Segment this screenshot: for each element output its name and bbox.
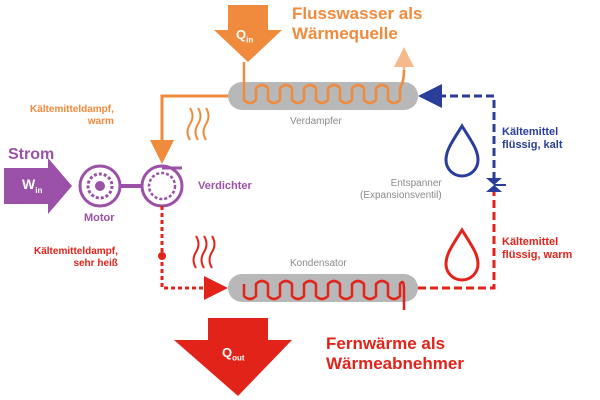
sink-title: Fernwärme als Wärmeabnehmer: [326, 334, 464, 373]
q-in-sub: in: [246, 35, 254, 45]
strom-label: Strom: [8, 146, 55, 163]
dampf-warm-line1: Kältemitteldampf,: [30, 104, 114, 115]
dampf-heiss-line2: sehr heiß: [73, 257, 118, 269]
q-in-main: Q: [236, 27, 247, 42]
entspanner-line1: Entspanner: [390, 178, 442, 189]
droplet-icon-warm: [444, 227, 480, 282]
pipe-liquid-warm: [418, 190, 496, 290]
kondensator-label: Kondensator: [290, 258, 347, 269]
q-out-main: Q: [222, 345, 233, 360]
q-in-arrow-icon: [214, 5, 282, 62]
q-in-label: Qin: [236, 27, 254, 45]
entspanner-label: Entspanner (Expansionsventil): [360, 178, 442, 201]
fluessig-kalt-label: Kältemittel flüssig, kalt: [502, 126, 563, 151]
heat-wave-icon-hot: [192, 235, 216, 269]
source-title-line2: Wärmequelle: [292, 23, 398, 43]
fluessig-warm-label: Kältemittel flüssig, warm: [502, 236, 572, 261]
dampf-heiss-line1: Kältemitteldampf,: [34, 246, 118, 257]
valve-icon: [486, 178, 506, 192]
dampf-warm-line2: warm: [87, 115, 114, 127]
w-in-label: Win: [22, 176, 42, 195]
source-title: Flusswasser als Wärmequelle: [292, 4, 422, 43]
compressor-icon: [140, 164, 184, 208]
droplet-icon-cold: [444, 123, 480, 178]
fluessig-kalt-line2: flüssig, kalt: [502, 138, 563, 151]
fluessig-warm-line2: flüssig, warm: [502, 248, 573, 261]
hot-vapor-valve-icon: [158, 252, 166, 260]
kondensator-body: [228, 274, 418, 302]
q-out-label: Qout: [222, 345, 245, 363]
dampf-warm-label: Kältemitteldampf, warm: [30, 104, 114, 127]
fluessig-kalt-line1: Kältemittel: [502, 126, 559, 138]
w-in-arrow-icon: [4, 158, 72, 214]
heat-wave-icon: [186, 107, 210, 141]
dampf-heiss-label: Kältemitteldampf, sehr heiß: [34, 246, 118, 269]
motor-label: Motor: [84, 212, 115, 224]
motor-icon: [78, 164, 122, 208]
w-in-sub: in: [35, 185, 43, 195]
q-out-sub: out: [232, 353, 245, 363]
pipe-vapor-warm: [150, 94, 228, 164]
sink-title-line2: Wärmeabnehmer: [326, 353, 464, 373]
pipe-vapor-hot: [160, 206, 228, 300]
verdichter-label: Verdichter: [198, 180, 252, 192]
kondensator-coil-icon: [242, 279, 406, 310]
w-in-main: W: [22, 176, 36, 192]
source-title-line1: Flusswasser als: [292, 4, 423, 23]
verdampfer-label: Verdampfer: [290, 116, 342, 127]
q-out-arrow-icon: [174, 318, 292, 396]
entspanner-line2: (Expansionsventil): [360, 189, 442, 201]
fluessig-warm-line1: Kältemittel: [502, 236, 559, 248]
sink-title-line1: Fernwärme als: [326, 334, 446, 353]
pipe-liquid-cold: [418, 84, 496, 180]
verdampfer-coil-icon: [242, 62, 406, 105]
